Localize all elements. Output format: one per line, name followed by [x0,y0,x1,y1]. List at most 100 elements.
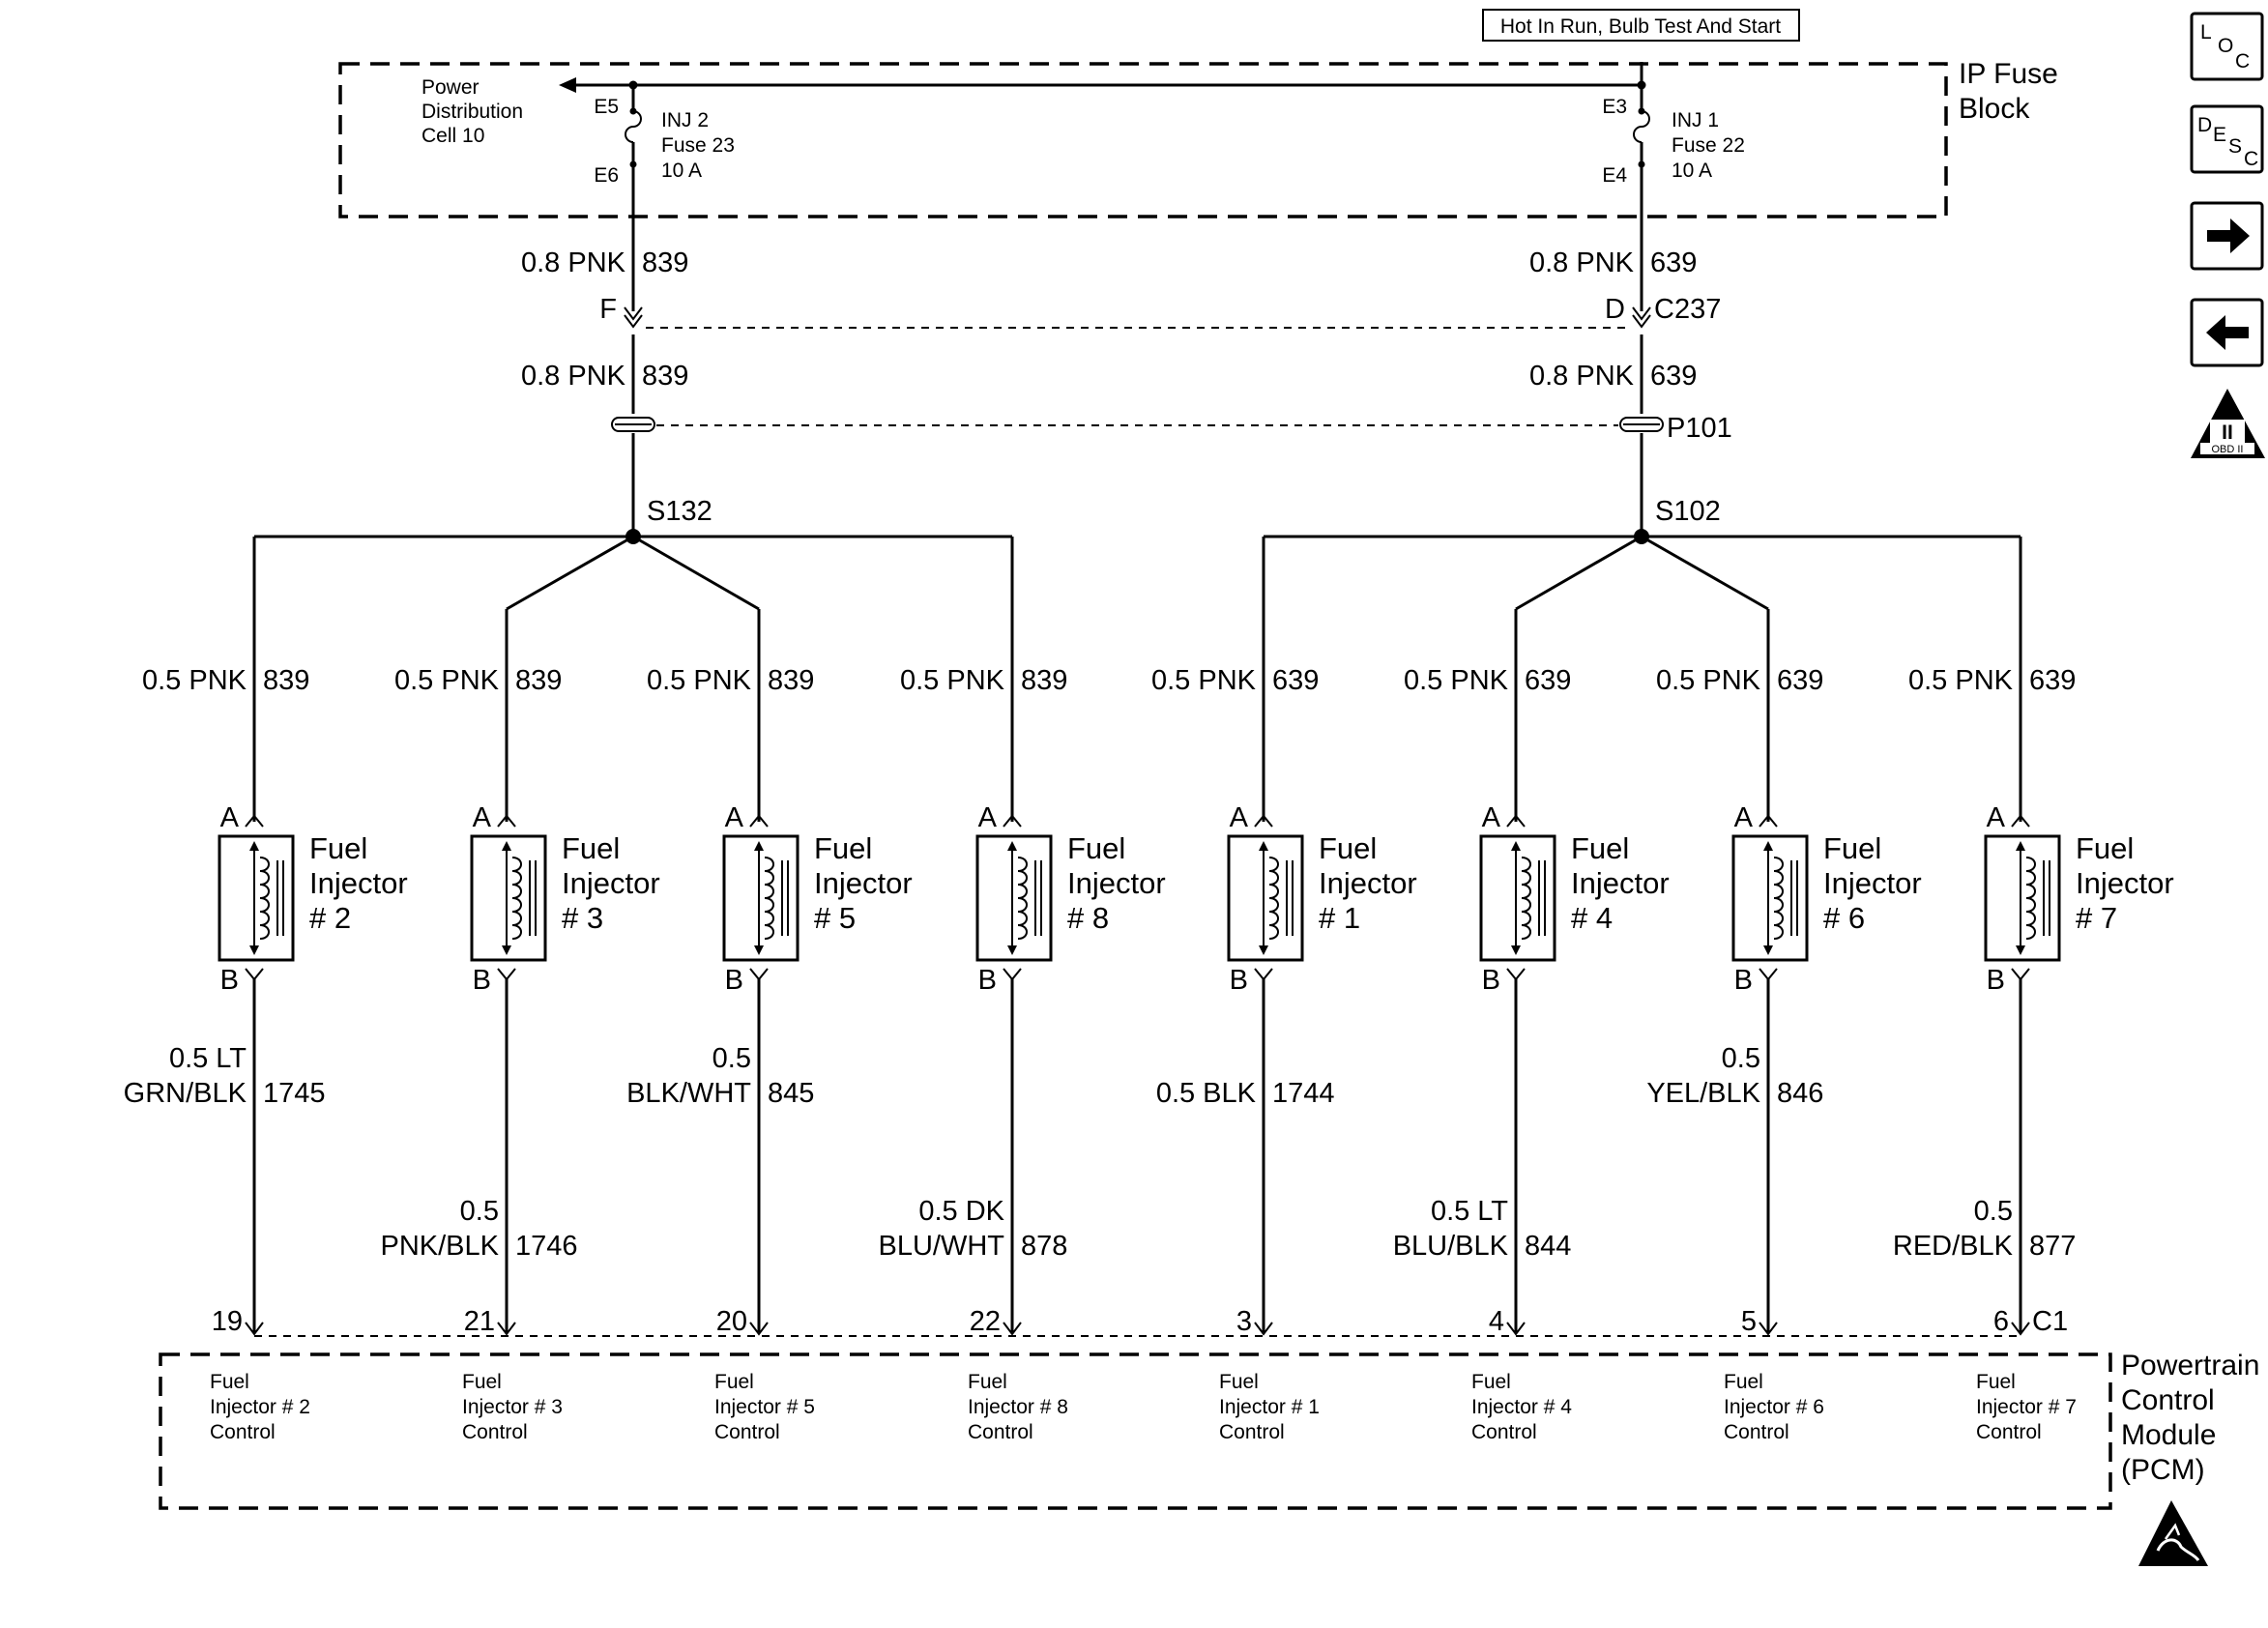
svg-text:0.8 PNK: 0.8 PNK [521,361,626,392]
svg-text:F: F [599,294,617,325]
fuel-injector [975,834,1053,962]
svg-text:S102: S102 [1655,496,1721,527]
svg-text:1744: 1744 [1272,1078,1335,1109]
right-feed: 0.8 PNK 639 D C237 0.8 PNK 639 P101 S102 [1529,164,1732,537]
pdc-label: Power [422,76,480,99]
svg-text:A: A [220,802,240,833]
fuel-injector [470,834,547,962]
svg-text:Injector: Injector [562,866,660,900]
svg-text:YEL/BLK: YEL/BLK [1646,1078,1760,1109]
svg-text:# 5: # 5 [814,901,856,935]
svg-text:4: 4 [1489,1306,1504,1337]
svg-text:P101: P101 [1667,413,1732,444]
svg-text:Control: Control [714,1421,780,1443]
pcm-title: Powertrain [2121,1350,2259,1381]
splice-s102 [1264,529,2021,611]
svg-text:639: 639 [1650,247,1697,278]
svg-text:0.5 PNK: 0.5 PNK [900,665,1005,696]
svg-text:A: A [473,802,492,833]
svg-text:Control: Control [1724,1421,1789,1443]
svg-text:639: 639 [1525,665,1571,696]
next-page-button[interactable] [2190,201,2264,271]
svg-text:639: 639 [2029,665,2076,696]
fuel-injector [1731,834,1809,962]
desc-button[interactable]: D E S C [2190,104,2264,174]
svg-text:0.8 PNK: 0.8 PNK [1529,361,1635,392]
svg-text:Control: Control [462,1421,528,1443]
fuse-inj2: E5 E6 INJ 2 Fuse 23 10 A [594,85,735,187]
svg-text:845: 845 [768,1078,814,1109]
svg-text:6: 6 [1993,1306,2009,1337]
svg-text:Injector # 2: Injector # 2 [210,1396,310,1418]
svg-text:19: 19 [212,1306,243,1337]
svg-text:O: O [2218,35,2233,57]
svg-text:C237: C237 [1654,294,1721,325]
svg-text:Injector: Injector [1067,866,1166,900]
left-feed: 0.8 PNK 839 F 0.8 PNK 839 S132 [521,164,712,537]
fuse-inj1: E3 E4 INJ 1 Fuse 22 10 A [1602,85,1745,187]
svg-text:# 8: # 8 [1067,901,1109,935]
svg-text:839: 839 [768,665,814,696]
svg-text:0.5 DK: 0.5 DK [918,1196,1004,1227]
ip-fuse-block-outline [338,62,1948,218]
svg-text:BLU/BLK: BLU/BLK [1393,1231,1509,1262]
svg-text:S: S [2228,135,2242,158]
svg-text:0.5 PNK: 0.5 PNK [142,665,247,696]
svg-text:BLK/WHT: BLK/WHT [626,1078,751,1109]
svg-text:639: 639 [1650,361,1697,392]
svg-text:INJ 1: INJ 1 [1672,109,1719,131]
svg-text:S132: S132 [647,496,712,527]
svg-text:Fuel: Fuel [1571,831,1629,865]
svg-text:# 2: # 2 [309,901,351,935]
prev-page-button[interactable] [2190,298,2264,367]
svg-text:839: 839 [642,247,688,278]
svg-text:# 4: # 4 [1571,901,1613,935]
svg-text:B: B [1482,965,1500,996]
svg-text:21: 21 [464,1306,495,1337]
svg-text:Fuel: Fuel [2076,831,2134,865]
svg-text:Control: Control [968,1421,1033,1443]
svg-text:Fuse 23: Fuse 23 [661,134,735,157]
pcm-title-2: Control [2121,1384,2215,1416]
svg-text:GRN/BLK: GRN/BLK [124,1078,247,1109]
svg-text:II: II [2222,422,2233,444]
fuel-injector [218,834,295,962]
svg-text:0.5 PNK: 0.5 PNK [1908,665,2014,696]
svg-text:839: 839 [642,361,688,392]
svg-text:A: A [725,802,744,833]
svg-text:0.5 LT: 0.5 LT [1431,1196,1508,1227]
svg-text:Injector: Injector [2076,866,2174,900]
svg-text:B: B [220,965,239,996]
svg-text:Fuel: Fuel [1823,831,1881,865]
svg-text:0.5: 0.5 [460,1196,499,1227]
loc-button[interactable]: L O C [2190,12,2264,81]
svg-text:839: 839 [1021,665,1067,696]
svg-text:Injector: Injector [1823,866,1922,900]
fuel-injector [722,834,800,962]
svg-text:E5: E5 [594,96,619,118]
svg-text:0.5 PNK: 0.5 PNK [1404,665,1509,696]
svg-text:# 7: # 7 [2076,901,2117,935]
svg-text:Control: Control [1219,1421,1285,1443]
svg-text:Injector: Injector [1319,866,1417,900]
svg-text:Injector: Injector [1571,866,1670,900]
svg-text:22: 22 [970,1306,1001,1337]
svg-text:Fuel: Fuel [714,1371,754,1393]
svg-text:0.5: 0.5 [1722,1043,1760,1074]
svg-text:A: A [1482,802,1501,833]
svg-text:878: 878 [1021,1231,1067,1262]
fuel-injector [1227,834,1304,962]
svg-text:Fuel: Fuel [309,831,367,865]
pdc-label-3: Cell 10 [422,125,484,147]
svg-text:A: A [1734,802,1754,833]
